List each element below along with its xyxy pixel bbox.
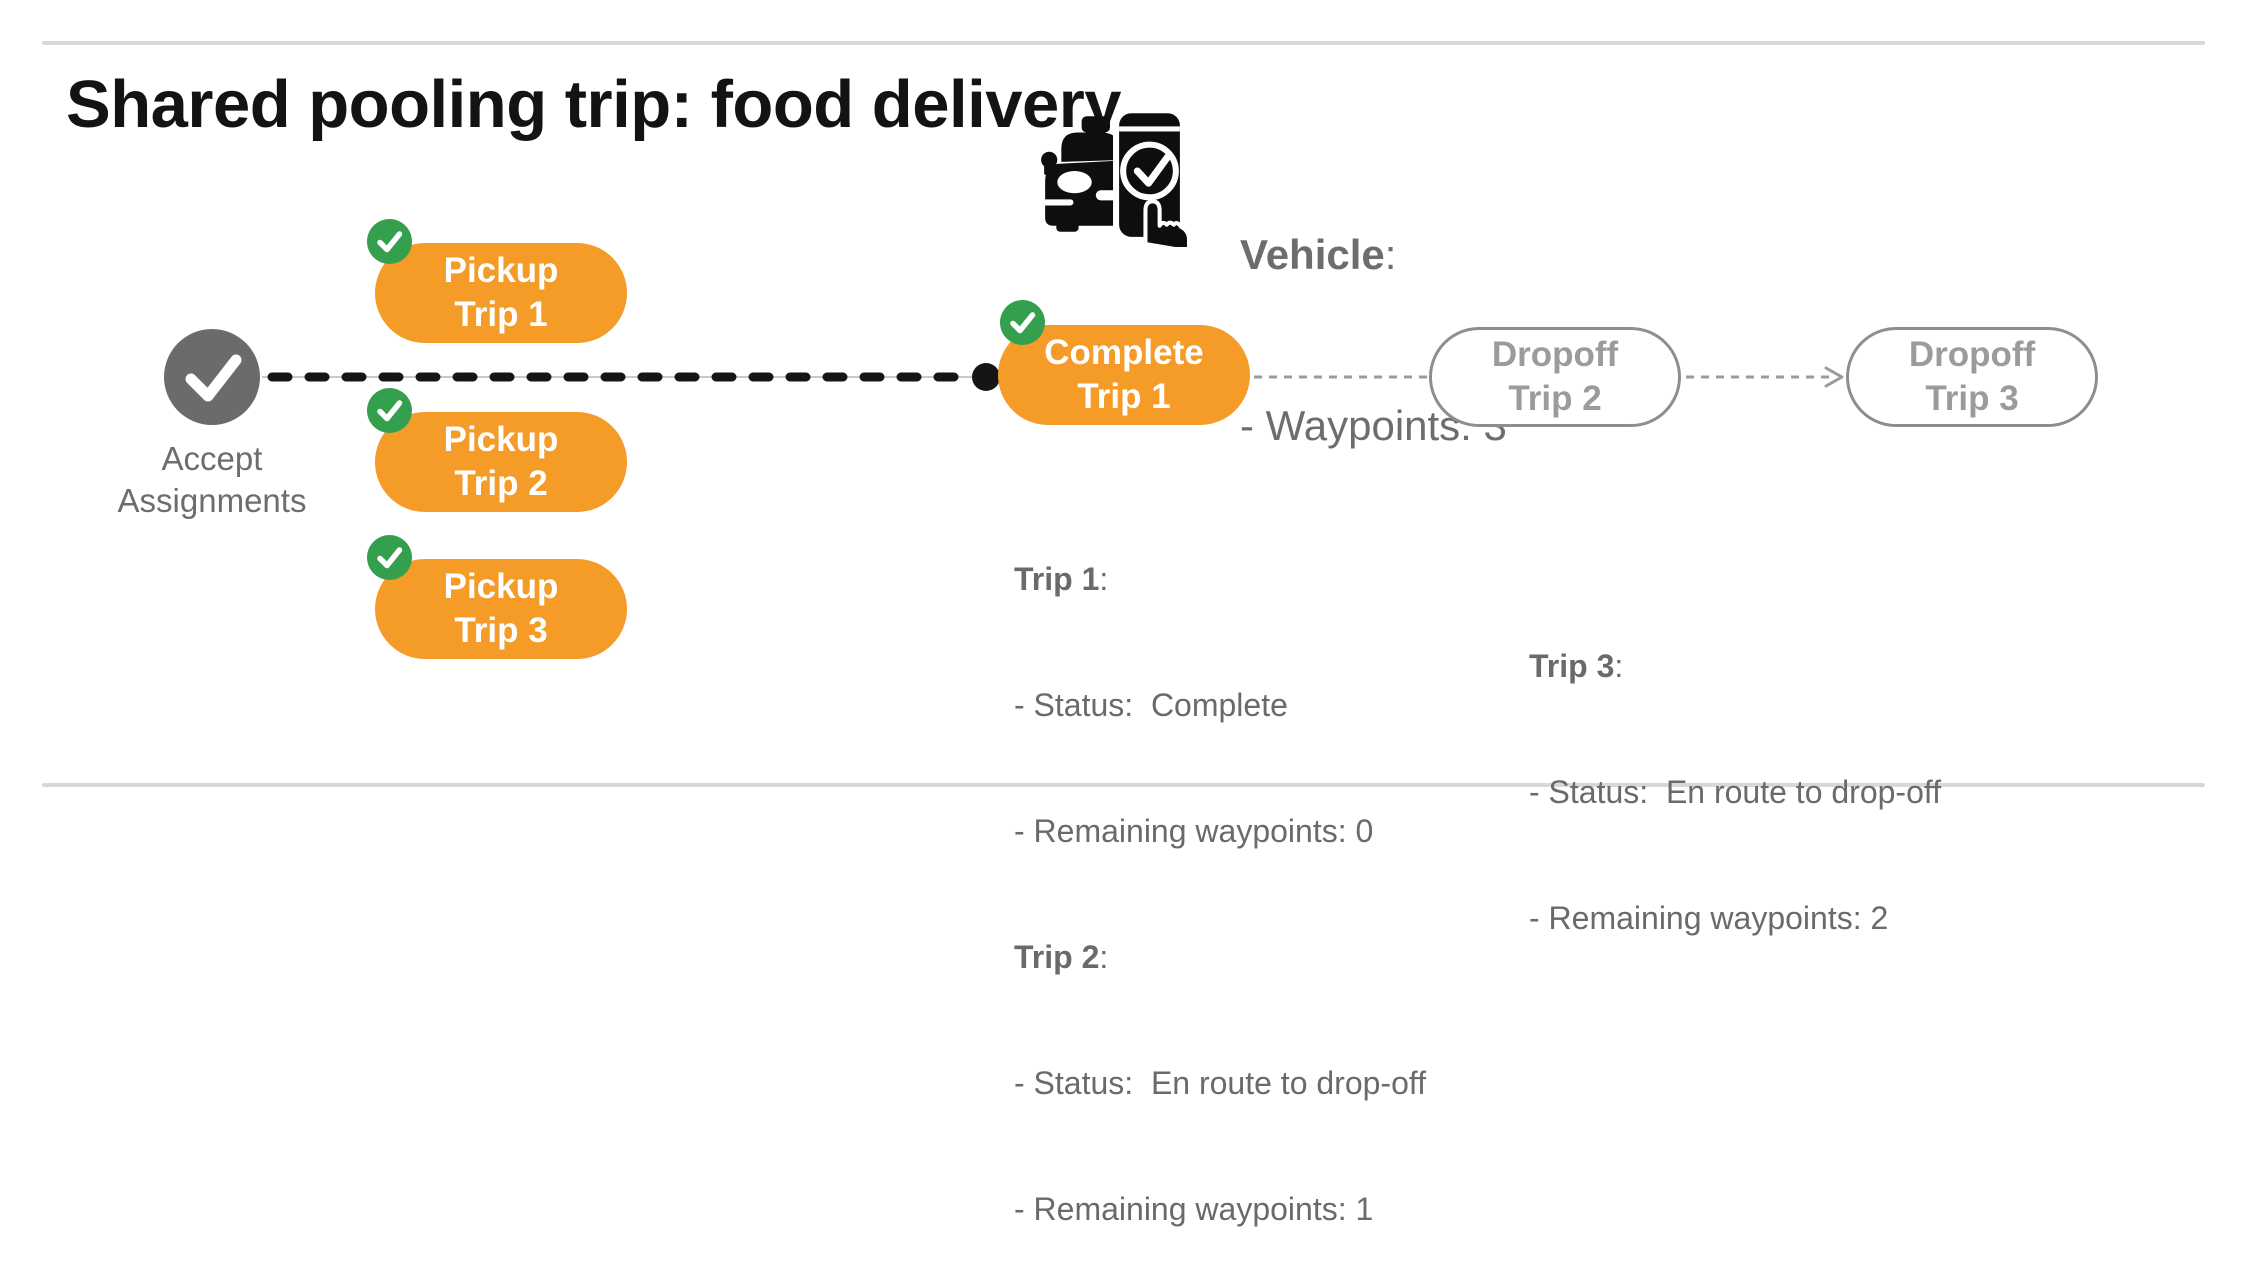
node-label-line: Trip 3 [1925, 379, 2019, 418]
page-title: Shared pooling trip: food delivery [66, 67, 1122, 142]
accept-assignments-node [164, 329, 260, 425]
node-label-line: Dropoff [1908, 335, 2036, 374]
pickup-trip-1-node: Pickup Trip 1 [367, 219, 627, 343]
node-label-line: Complete [1044, 333, 1204, 372]
dropoff-trip-2-node: Dropoff Trip 2 [1429, 327, 1681, 427]
status-line: - Remaining waypoints: 0 [1014, 813, 1374, 849]
node-label-line: Trip 2 [454, 464, 548, 503]
node-label-line: Trip 1 [1077, 377, 1171, 416]
trip-status-right: Trip 3: - Status: En route to drop-off -… [1529, 561, 1941, 981]
node-label-line: Trip 2 [1508, 379, 1602, 418]
node-label-line: Trip 1 [454, 295, 548, 334]
pickup-trip-2-node: Pickup Trip 2 [367, 388, 627, 512]
status-line: - Remaining waypoints: 1 [1014, 1191, 1374, 1227]
node-label-line: Pickup [443, 567, 559, 606]
node-label-line: Pickup [443, 420, 559, 459]
status-title: Trip 1: [1014, 561, 1109, 597]
node-label-line: Pickup [443, 251, 559, 290]
check-badge-icon [367, 219, 412, 264]
vehicle-title: Vehicle: [1240, 231, 1397, 278]
node-label-line: Trip 3 [454, 611, 548, 650]
dropoff-trip-3-node: Dropoff Trip 3 [1846, 327, 2098, 427]
trip-status-left: Trip 1: - Status: Complete - Remaining w… [1014, 474, 1426, 1272]
status-title: Trip 3: [1529, 648, 1624, 684]
check-badge-icon [1000, 300, 1045, 345]
status-line: - Status: En route to drop-off [1014, 1065, 1427, 1101]
car-phone-check-icon [1035, 96, 1192, 252]
checkmark-icon [164, 329, 260, 425]
check-badge-icon [367, 535, 412, 580]
vehicle-info: Vehicle: - Waypoints: 3 [1240, 112, 1507, 511]
status-title: Trip 2: [1014, 939, 1109, 975]
waypoint-dot [972, 363, 1000, 391]
status-line: - Status: En route to drop-off [1529, 774, 1942, 810]
pickup-trip-3-node: Pickup Trip 3 [367, 535, 627, 659]
node-label-line: Dropoff [1491, 335, 1619, 374]
complete-trip-1-node: Complete Trip 1 [998, 300, 1250, 425]
status-line: - Remaining waypoints: 2 [1529, 900, 1889, 936]
check-badge-icon [367, 388, 412, 433]
status-line: - Status: Complete [1014, 687, 1288, 723]
arrowhead-icon [1824, 366, 1844, 388]
accept-assignments-label: Accept Assignments [117, 440, 307, 519]
top-divider [42, 41, 2205, 45]
bottom-divider [42, 783, 2205, 787]
